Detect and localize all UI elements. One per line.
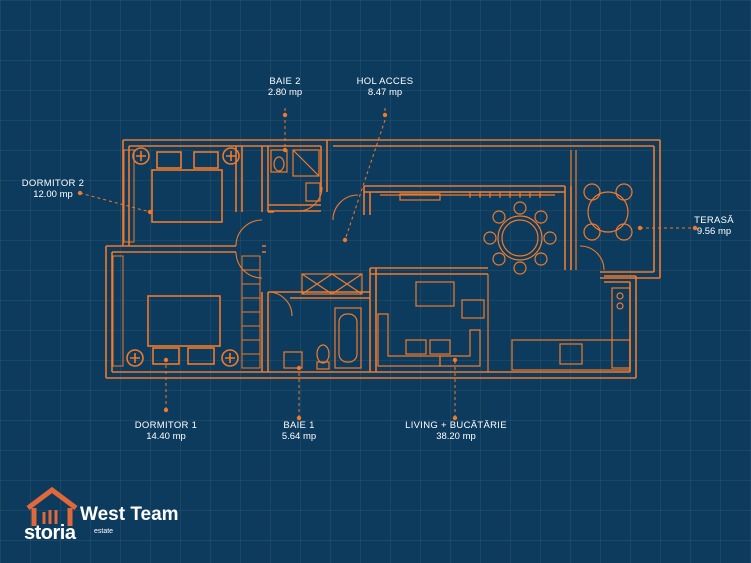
bathroom-1-fixtures (283, 273, 363, 370)
room-area: 5.64 mp (281, 431, 317, 443)
room-name: TERASĂ (694, 215, 734, 226)
label-dormitor-2: DORMITOR 2 12.00 mp (14, 178, 92, 201)
brand-estate: estate (94, 528, 114, 535)
room-area: 9.56 mp (696, 226, 732, 238)
label-living-bucatarie: LIVING + BUCĂTĂRIE 38.20 mp (396, 420, 516, 443)
outer-walls (105, 139, 661, 379)
kitchen (376, 191, 631, 371)
leader-dots (77, 112, 698, 421)
label-baie-2: BAIE 2 2.80 mp (250, 76, 320, 99)
room-name: LIVING + BUCĂTĂRIE (405, 420, 507, 431)
brand-team-name: West Team (80, 504, 179, 525)
room-name: DORMITOR 1 (134, 420, 198, 431)
room-area: 14.40 mp (146, 431, 186, 443)
room-area: 38.20 mp (436, 431, 476, 443)
label-baie-1: BAIE 1 5.64 mp (266, 420, 332, 443)
room-name: BAIE 2 (269, 76, 301, 87)
interior-walls (129, 146, 572, 372)
living-furniture (377, 274, 489, 372)
bed-dormitor-2 (132, 147, 240, 223)
room-name: BAIE 1 (283, 420, 315, 431)
brand-storia: storia (24, 522, 76, 544)
wardrobes (112, 149, 261, 369)
terrace-table (570, 150, 633, 270)
room-area: 8.47 mp (367, 87, 403, 99)
logo: West Team storia estate (24, 486, 214, 546)
room-area: 12.00 mp (33, 189, 73, 201)
dining-table (483, 201, 557, 275)
room-name: DORMITOR 2 (21, 178, 85, 189)
label-hol-acces: HOL ACCES 8.47 mp (345, 76, 425, 99)
room-name: HOL ACCES (356, 76, 414, 87)
bed-dormitor-1 (126, 295, 239, 367)
doors (235, 186, 605, 317)
house-logo-icon (26, 486, 78, 526)
room-area: 2.80 mp (267, 87, 303, 99)
label-terasa: TERASĂ 9.56 mp (682, 215, 746, 238)
label-dormitor-1: DORMITOR 1 14.40 mp (126, 420, 206, 443)
bathroom-2-fixtures (270, 149, 321, 202)
